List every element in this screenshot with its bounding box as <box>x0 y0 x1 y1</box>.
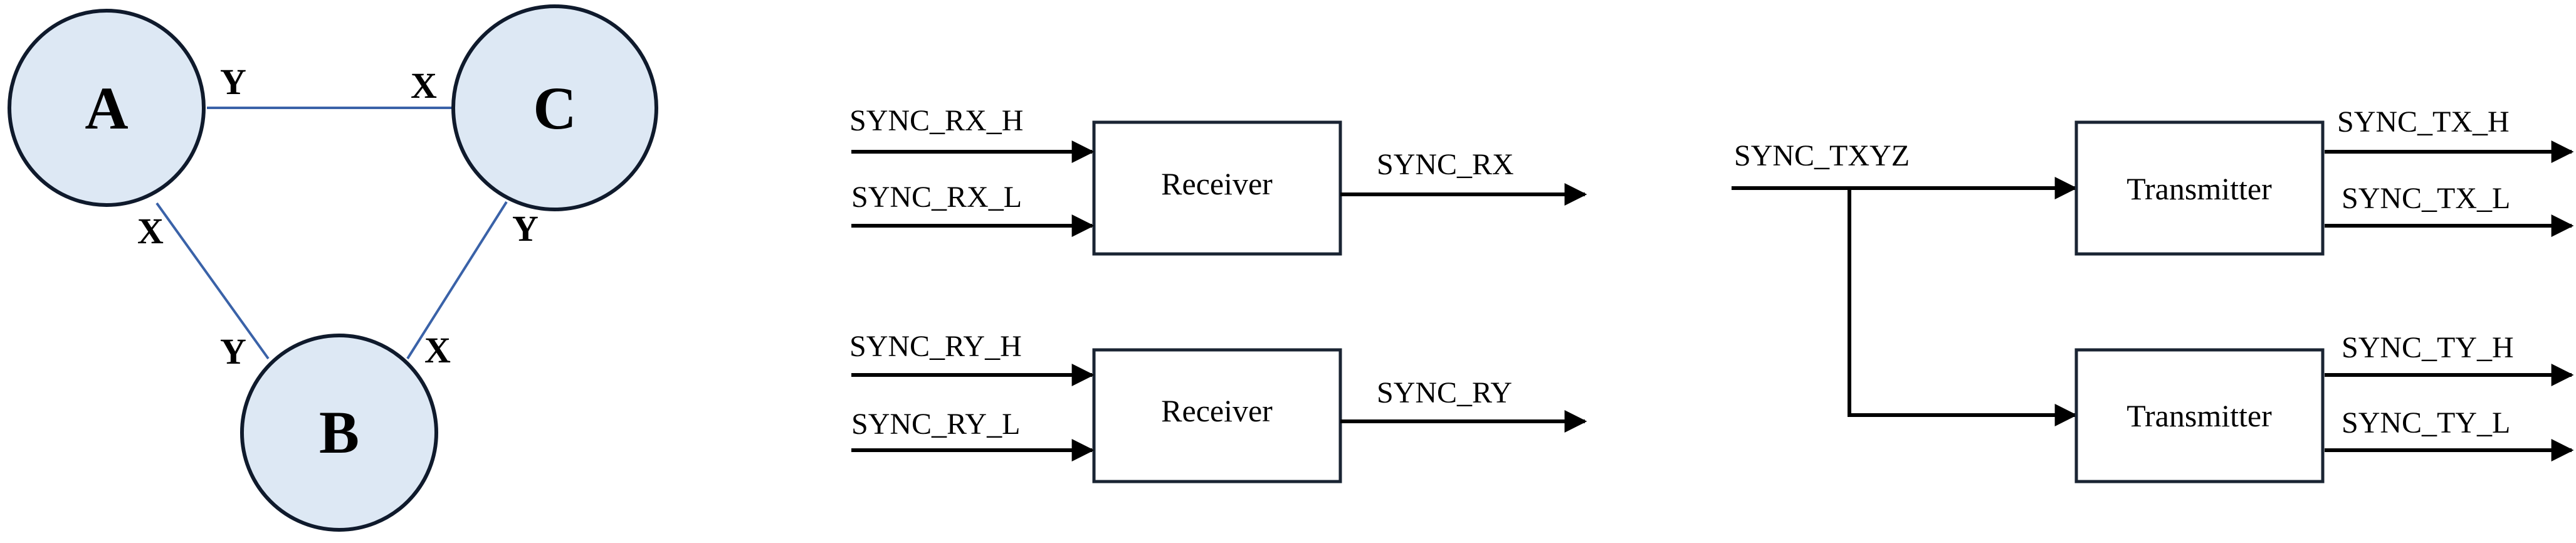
node-c: C <box>451 4 658 211</box>
transmitter-group: SYNC_TXYZ Transmitter SYNC_TX_H SYNC_TX_… <box>1732 105 2574 483</box>
port-c-x-label: X <box>411 65 437 106</box>
receiver-y-output-label: SYNC_RY <box>1377 376 1512 409</box>
port-c-y-label: Y <box>512 208 539 249</box>
receiver-y-input-low-label: SYNC_RY_L <box>851 408 1020 441</box>
link-c-b <box>406 201 508 360</box>
transmitter-y-output-low-label: SYNC_TY_L <box>2342 406 2510 440</box>
transmitter-x-output-high-label: SYNC_TX_H <box>2337 105 2510 139</box>
receiver-y-block <box>1092 348 1342 483</box>
transmitter-y-block <box>2074 348 2325 483</box>
transmitter-y: Transmitter SYNC_TY_H SYNC_TY_L <box>2074 331 2574 483</box>
port-b-x-label: X <box>424 330 451 371</box>
transmitter-x: Transmitter SYNC_TX_H SYNC_TX_L <box>2074 105 2574 256</box>
port-a-y-label: Y <box>220 61 246 102</box>
transmitter-x-label: Transmitter <box>2127 171 2272 206</box>
receiver-x: Receiver SYNC_RX_H SYNC_RX_L SYNC_RX <box>849 104 1587 256</box>
transmitter-input-label: SYNC_TXYZ <box>1734 139 1910 172</box>
receiver-x-input-low-label: SYNC_RX_L <box>851 181 1022 214</box>
receiver-x-input-high-label: SYNC_RX_H <box>849 104 1023 137</box>
link-a-b <box>155 202 270 360</box>
transmitter-y-label: Transmitter <box>2127 398 2272 433</box>
topology-graph: A C B Y X X Y Y X <box>8 4 658 532</box>
node-b-circle <box>240 334 438 532</box>
receiver-x-block <box>1092 120 1342 256</box>
node-b-label: B <box>319 399 359 466</box>
node-a: A <box>8 9 206 207</box>
transmitter-x-block <box>2074 120 2325 256</box>
node-c-circle <box>451 4 658 211</box>
node-a-circle <box>8 9 206 207</box>
node-c-label: C <box>533 75 576 142</box>
transmitter-x-output-low-label: SYNC_TX_L <box>2342 182 2510 215</box>
node-a-label: A <box>85 75 128 142</box>
receiver-x-label: Receiver <box>1161 166 1273 201</box>
receiver-y-input-high-label: SYNC_RY_H <box>849 330 1022 363</box>
port-b-y-label: Y <box>220 331 246 372</box>
port-a-x-label: X <box>137 211 164 251</box>
receiver-x-output-label: SYNC_RX <box>1377 148 1514 181</box>
transmitter-y-output-high-label: SYNC_TY_H <box>2342 331 2514 364</box>
receiver-y: Receiver SYNC_RY_H SYNC_RY_L SYNC_RY <box>849 330 1587 483</box>
transmitter-branch-wire <box>1848 188 2078 426</box>
receiver-y-label: Receiver <box>1161 393 1273 428</box>
node-b: B <box>240 334 438 532</box>
